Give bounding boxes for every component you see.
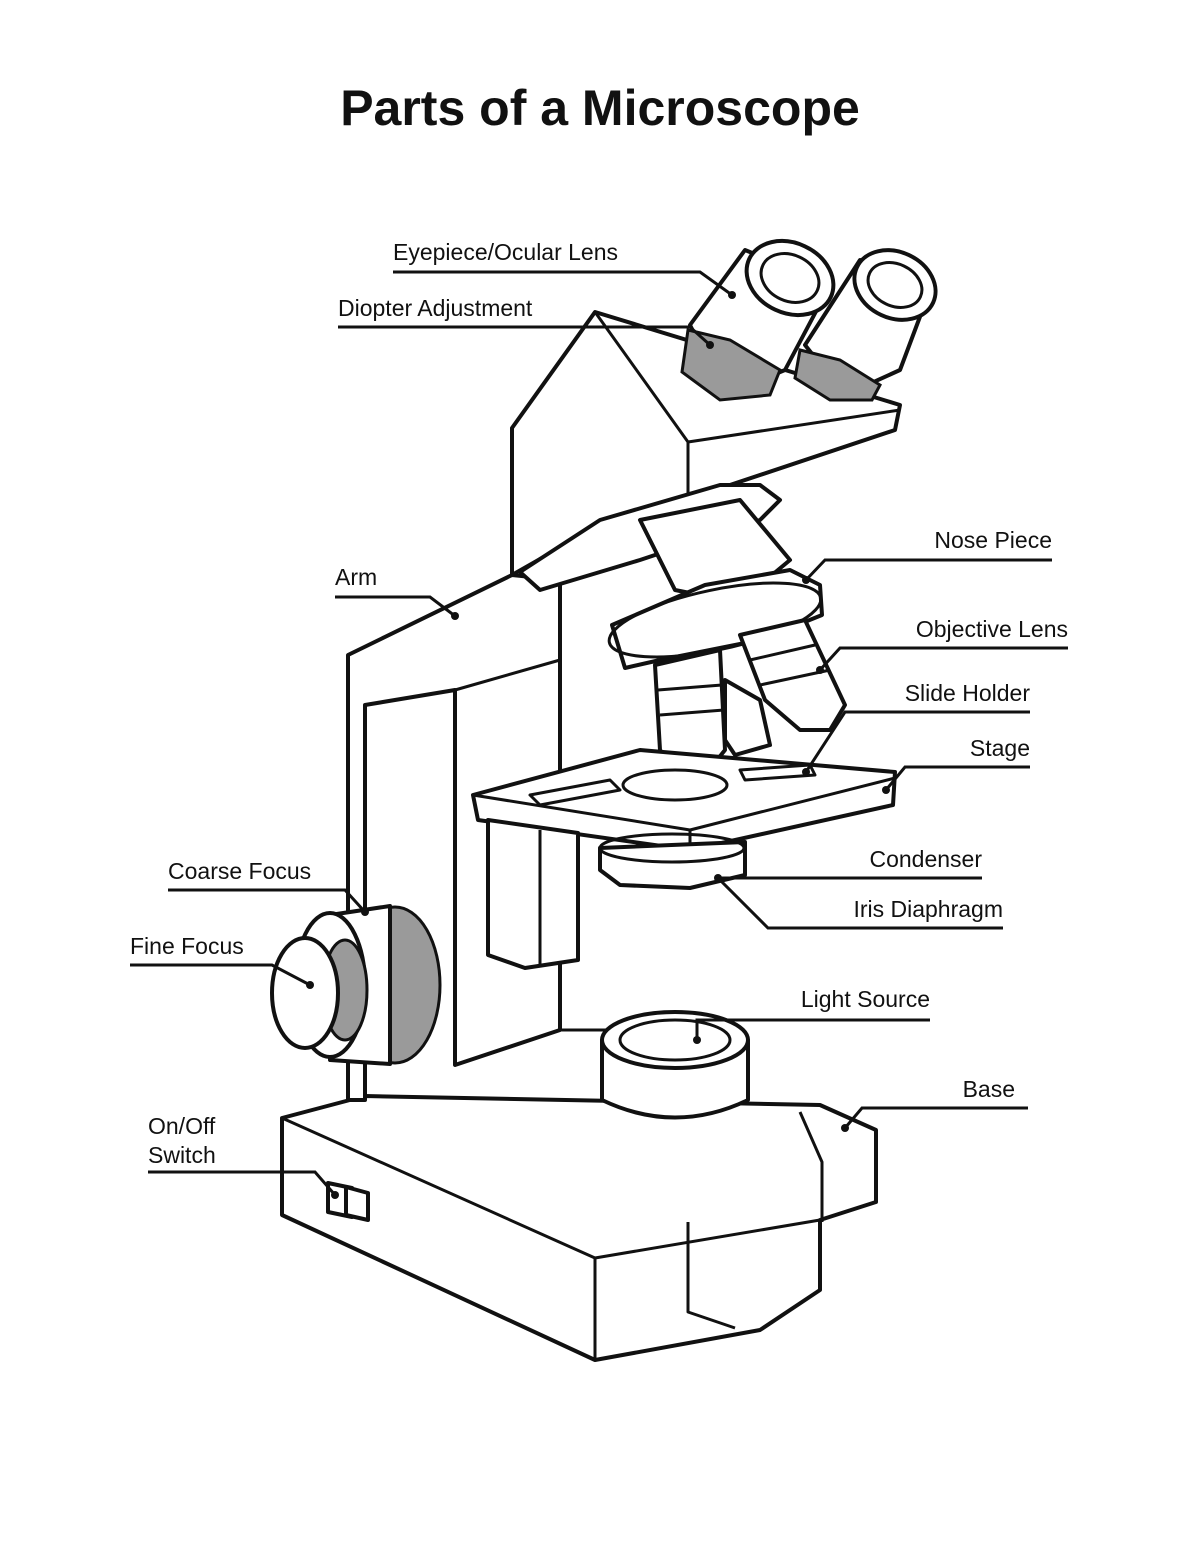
label-coarse-focus: Coarse Focus [168,858,311,884]
objective-lens-shape [653,618,847,777]
label-base: Base [963,1076,1015,1102]
condenser-shape [598,832,747,890]
leader-lines [130,270,1068,1196]
label-slide-holder: Slide Holder [905,680,1031,706]
label-onoff-line2: Switch [148,1142,216,1168]
label-condenser: Condenser [869,846,982,872]
stage-shape [471,748,897,970]
eyepiece-shape [680,239,938,402]
label-arm: Arm [335,564,377,590]
light-source-shape [600,1010,750,1120]
label-nose-piece: Nose Piece [934,527,1052,553]
focus-knobs-shape [270,904,442,1066]
label-iris-diaphragm: Iris Diaphragm [853,896,1003,922]
label-light-source: Light Source [801,986,930,1012]
page-title: Parts of a Microscope [340,80,860,136]
base-shape [280,1094,878,1362]
label-stage: Stage [970,735,1030,761]
label-onoff-line1: On/Off [148,1113,216,1139]
label-diopter-adjustment: Diopter Adjustment [338,295,533,321]
label-eyepiece: Eyepiece/Ocular Lens [393,239,618,265]
label-objective-lens: Objective Lens [916,616,1068,642]
label-fine-focus: Fine Focus [130,933,244,959]
microscope-illustration [270,239,938,1362]
